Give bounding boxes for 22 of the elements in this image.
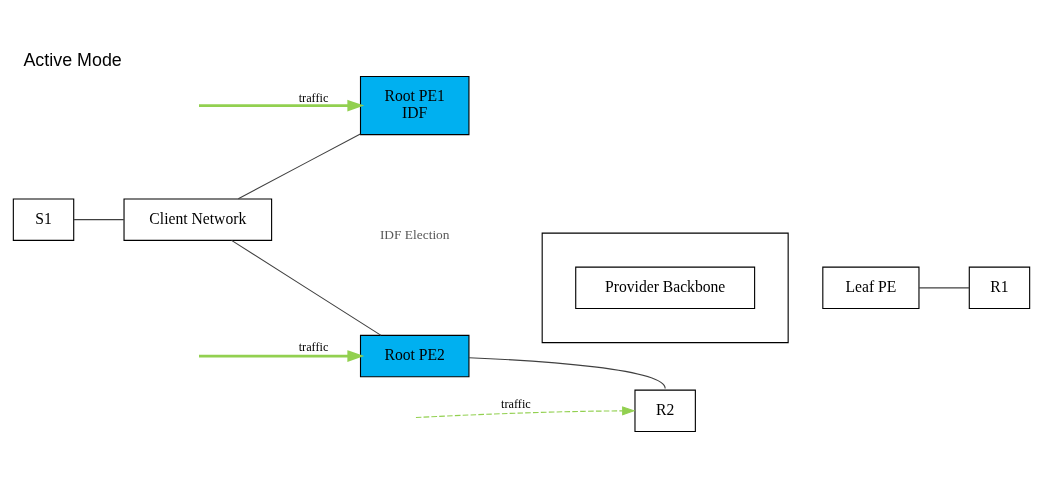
diagram-title: Active Mode — [23, 49, 122, 70]
edge-label: traffic — [501, 396, 531, 411]
node-box: R2 — [634, 389, 696, 432]
arrow — [415, 405, 636, 418]
node-box: Root PE2 — [359, 334, 470, 377]
node-box: Root PE1 IDF — [359, 75, 470, 135]
connector — [237, 132, 361, 199]
node-box: Provider Backbone — [575, 266, 756, 309]
node-box: Leaf PE — [822, 266, 920, 309]
edge-label: traffic — [298, 339, 329, 354]
node-box: Client Network — [123, 197, 273, 241]
connector — [73, 218, 125, 220]
node-box: R1 — [968, 266, 1031, 309]
connector — [918, 286, 970, 288]
label: IDF Election — [379, 226, 450, 242]
cluster — [541, 232, 789, 343]
arrow — [199, 349, 365, 362]
node-box: S1 — [12, 197, 75, 241]
connector — [468, 356, 666, 389]
edge-label: traffic — [298, 90, 329, 105]
connector — [231, 239, 382, 336]
arrow — [199, 99, 365, 111]
